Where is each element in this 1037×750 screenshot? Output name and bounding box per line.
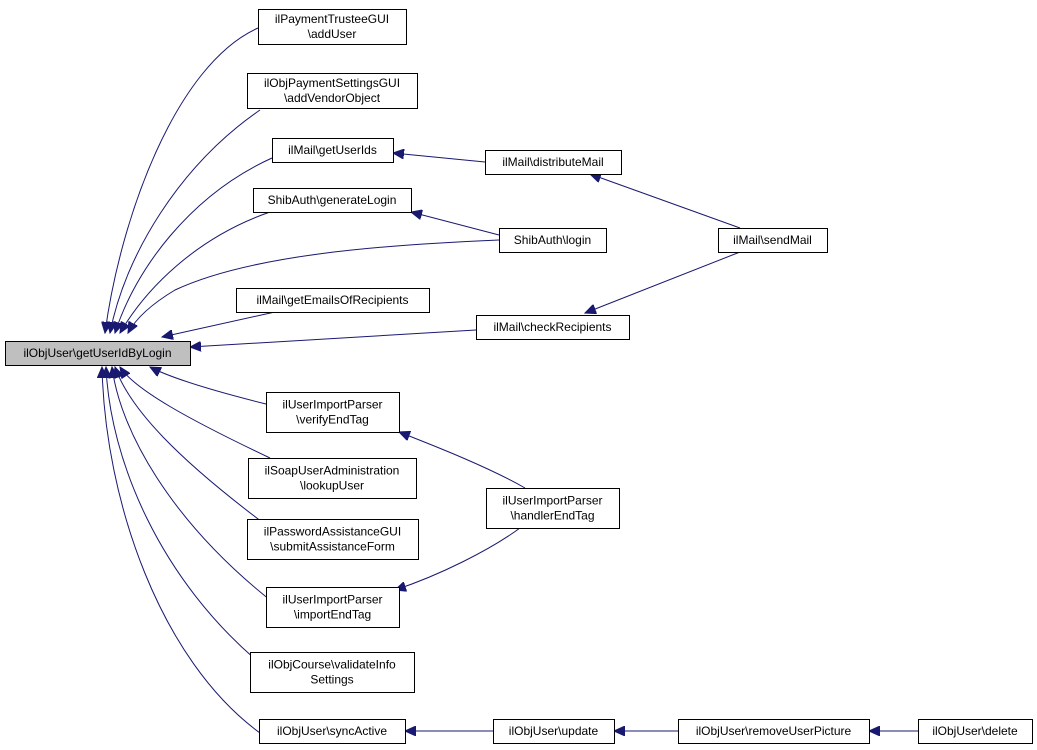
node-n16[interactable]: ilObjUser\update <box>493 719 615 744</box>
node-n7[interactable]: ilSoapUserAdministration\lookupUser <box>248 458 417 499</box>
node-label-line: ilObjUser\removeUserPicture <box>696 724 852 738</box>
node-label-line: ilObjUser\delete <box>932 724 1018 738</box>
edge-n8-to-root <box>115 367 263 523</box>
node-label-line: ilPaymentTrusteeGUI <box>275 12 389 26</box>
node-n4[interactable]: ShibAuth\generateLogin <box>253 188 412 213</box>
node-box <box>266 392 400 433</box>
node-label-line: ilUserImportParser <box>282 398 382 412</box>
node-box <box>918 719 1033 744</box>
edge-n15-to-n6 <box>399 432 526 489</box>
node-n11[interactable]: ilObjUser\syncActive <box>259 719 406 744</box>
node-box <box>266 587 400 628</box>
node-n14[interactable]: ilMail\checkRecipients <box>476 315 630 340</box>
node-n1[interactable]: ilPaymentTrusteeGUI\addUser <box>258 9 407 45</box>
node-box <box>250 652 415 693</box>
node-box <box>493 719 615 744</box>
node-box <box>247 73 418 109</box>
edge-n5-to-root <box>162 311 276 337</box>
edge-n10-to-root <box>106 367 263 666</box>
node-label-line: Settings <box>310 673 353 687</box>
node-n5[interactable]: ilMail\getEmailsOfRecipients <box>236 288 430 313</box>
node-box <box>253 188 412 213</box>
node-label-line: \lookupUser <box>300 479 364 493</box>
node-box <box>272 138 394 163</box>
node-box <box>259 719 406 744</box>
node-label-line: ilObjPaymentSettingsGUI <box>264 76 400 90</box>
node-box <box>5 341 191 366</box>
node-label-line: ilMail\getEmailsOfRecipients <box>256 293 408 307</box>
node-n9[interactable]: ilUserImportParser\importEndTag <box>266 587 400 628</box>
edge-n17-to-n12 <box>590 174 741 229</box>
node-label-line: ilSoapUserAdministration <box>265 464 400 478</box>
node-label-line: \importEndTag <box>294 608 371 622</box>
node-n2[interactable]: ilObjPaymentSettingsGUI\addVendorObject <box>247 73 418 109</box>
node-label-line: ilMail\getUserIds <box>288 143 377 157</box>
node-box <box>248 458 417 499</box>
node-box <box>485 150 622 175</box>
node-n18[interactable]: ilObjUser\removeUserPicture <box>678 719 870 744</box>
node-label-line: ShibAuth\login <box>514 233 591 247</box>
node-label-line: ilUserImportParser <box>502 494 602 508</box>
node-n12[interactable]: ilMail\distributeMail <box>485 150 622 175</box>
node-n3[interactable]: ilMail\getUserIds <box>272 138 394 163</box>
nodes-layer: ilObjUser\getUserIdByLogin ilPaymentTrust… <box>5 9 1033 744</box>
node-box <box>718 228 828 253</box>
edge-n3-to-root <box>115 157 273 333</box>
node-n6[interactable]: ilUserImportParser\verifyEndTag <box>266 392 400 433</box>
node-box <box>236 288 430 313</box>
node-root[interactable]: ilObjUser\getUserIdByLogin <box>5 341 191 366</box>
node-box <box>476 315 630 340</box>
node-box <box>678 719 870 744</box>
edge-n7-to-root <box>120 367 271 459</box>
node-label-line: \addVendorObject <box>284 91 381 105</box>
node-label-line: \verifyEndTag <box>296 413 369 427</box>
node-box <box>486 488 620 529</box>
edge-n13-to-root <box>128 239 500 333</box>
node-label-line: ilObjCourse\validateInfo <box>268 658 396 672</box>
edge-n13-to-n4 <box>411 212 500 236</box>
edge-n12-to-n3 <box>393 153 486 163</box>
edge-n14-to-root <box>190 329 477 347</box>
node-label-line: \handlerEndTag <box>510 509 594 523</box>
node-label-line: ShibAuth\generateLogin <box>268 193 397 207</box>
node-n8[interactable]: ilPasswordAssistanceGUI\submitAssistance… <box>247 519 419 560</box>
node-n13[interactable]: ShibAuth\login <box>499 228 607 253</box>
edge-n4-to-root <box>120 211 271 333</box>
edges-layer <box>102 27 918 734</box>
node-label-line: ilPasswordAssistanceGUI <box>264 525 401 539</box>
node-label-line: ilObjUser\update <box>509 724 599 738</box>
edge-n11-to-root <box>102 367 261 734</box>
node-box <box>258 9 407 45</box>
edge-n15-to-n9 <box>395 527 521 590</box>
edge-n1-to-root <box>105 27 259 333</box>
node-label-line: \addUser <box>308 27 357 41</box>
edge-n9-to-root <box>112 367 271 601</box>
node-n19[interactable]: ilObjUser\delete <box>918 719 1033 744</box>
edge-n2-to-root <box>110 109 261 333</box>
node-label-line: ilObjUser\syncActive <box>277 724 387 738</box>
node-label-line: ilObjUser\getUserIdByLogin <box>23 346 171 360</box>
edge-n17-to-n14 <box>585 251 741 313</box>
node-label-line: \submitAssistanceForm <box>270 540 395 554</box>
node-label-line: ilMail\distributeMail <box>502 155 603 169</box>
node-label-line: ilMail\sendMail <box>733 233 812 247</box>
node-box <box>247 519 419 560</box>
node-label-line: ilMail\checkRecipients <box>493 320 611 334</box>
node-box <box>499 228 607 253</box>
edge-n6-to-root <box>150 367 267 405</box>
node-n17[interactable]: ilMail\sendMail <box>718 228 828 253</box>
node-label-line: ilUserImportParser <box>282 593 382 607</box>
node-n15[interactable]: ilUserImportParser\handlerEndTag <box>486 488 620 529</box>
